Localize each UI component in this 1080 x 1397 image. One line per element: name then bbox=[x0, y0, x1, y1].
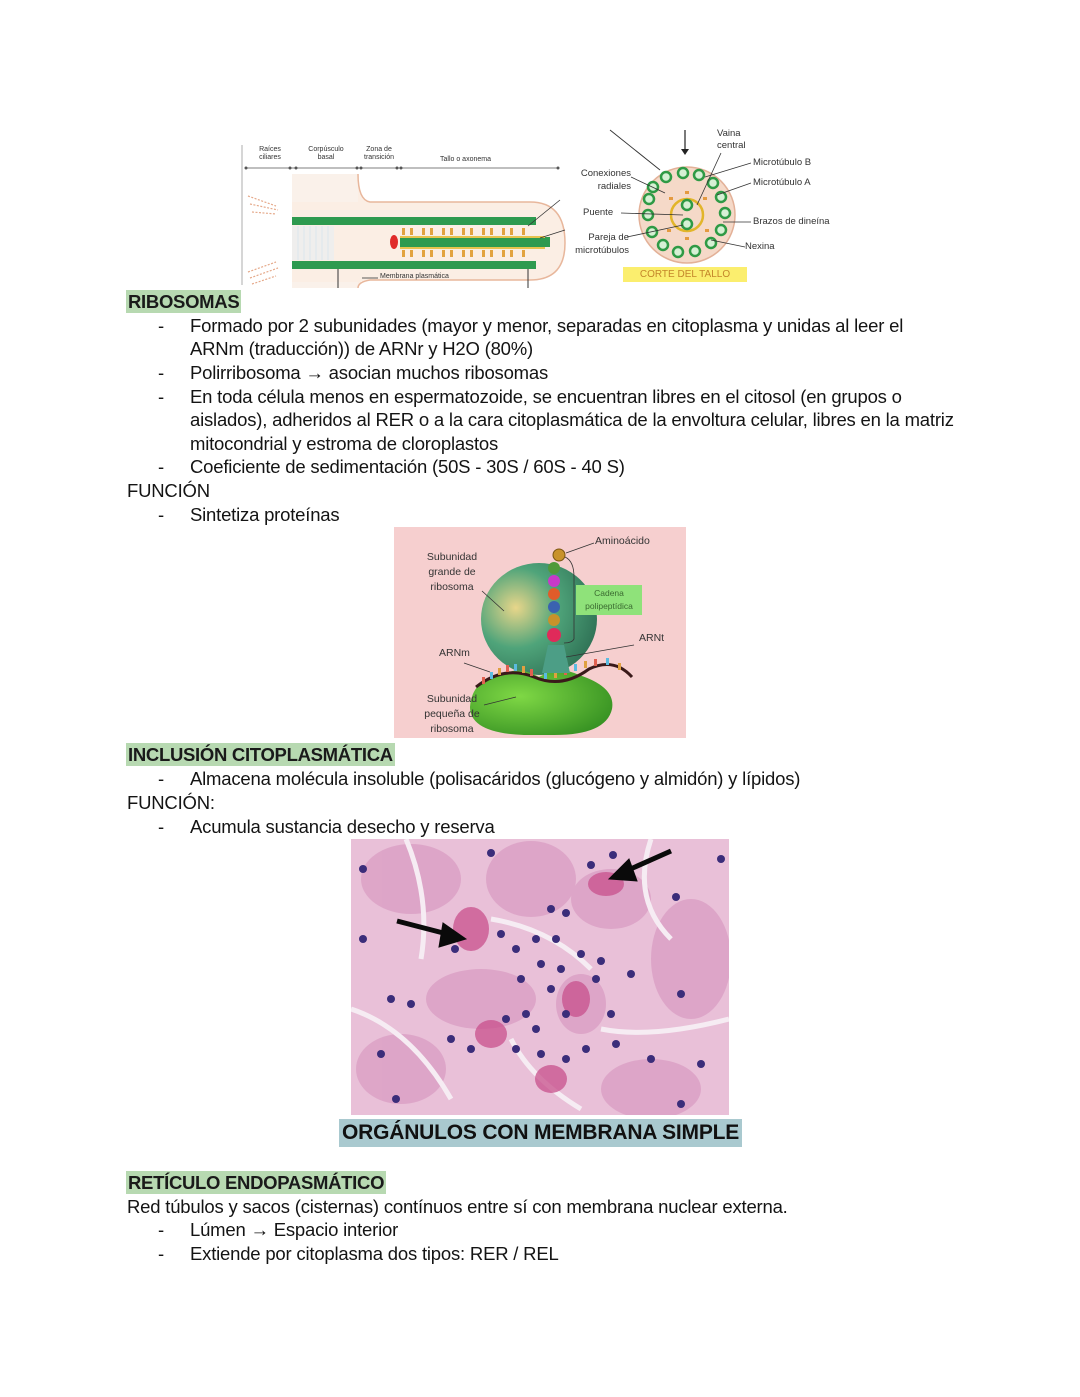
bullet-dash: - bbox=[158, 504, 164, 525]
inclusion-bullet-1: Almacena molécula insoluble (polisacárid… bbox=[190, 768, 801, 789]
label-zona-transicion: Zona de transición bbox=[364, 146, 394, 161]
label-nexina: Nexina bbox=[745, 241, 775, 252]
label-arnt: ARNt bbox=[639, 632, 665, 644]
reticulo-intro: Red túbulos y sacos (cisternas) contínuo… bbox=[127, 1196, 788, 1217]
label-tallo-axonema: Tallo o axonema bbox=[440, 156, 491, 163]
ribosome-figure: Subunidad grande de ribosoma Aminoácido … bbox=[394, 527, 686, 738]
label-subunidad-grande-2: grande de bbox=[428, 566, 476, 578]
label-subunidad-pequena-1: Subunidad bbox=[426, 693, 478, 705]
bullet-dash: - bbox=[158, 456, 164, 477]
ribosomas-bullet-1-line-2: ARNm (traducción)) de ARNr y H2O (80%) bbox=[190, 338, 533, 359]
ribosome-diagram bbox=[463, 542, 642, 735]
ribosomas-bullet-3-line-2: aislados), adheridos al RER o a la cara … bbox=[190, 409, 954, 430]
histology-micrograph bbox=[351, 839, 729, 1115]
reticulo-bullet-2: Extiende por citoplasma dos tipos: RER /… bbox=[190, 1243, 559, 1264]
label-raices-ciliares: Raíces ciliares bbox=[259, 146, 281, 161]
ribosomas-funcion-bullet-1: Sintetiza proteínas bbox=[190, 504, 340, 525]
label-pareja-microtubulos: Pareja de microtúbulos bbox=[575, 232, 629, 256]
label-vaina-central: Vaina central bbox=[717, 128, 746, 151]
ribosomas-funcion-label: FUNCIÓN bbox=[127, 480, 210, 501]
inclusion-funcion-label: FUNCIÓN: bbox=[127, 792, 215, 813]
label-cadena-2: polipeptídica bbox=[585, 601, 633, 611]
histology-image bbox=[351, 839, 729, 1115]
label-corpusculo-basal: Corpúsculo basal bbox=[308, 146, 344, 161]
label-aminoacido: Aminoácido bbox=[595, 535, 650, 547]
bullet-dash: - bbox=[158, 386, 164, 407]
section-title-organulos-membrana-simple: ORGÁNULOS CON MEMBRANA SIMPLE bbox=[339, 1119, 743, 1147]
label-membrana-plasmatica: Membrana plasmática bbox=[380, 273, 449, 280]
ribosomas-bullet-3-line-1: En toda célula menos en espermatozoide, … bbox=[190, 386, 902, 407]
ribosomas-bullet-4: Coeficiente de sedimentación (50S - 30S … bbox=[190, 456, 625, 477]
label-subunidad-grande-1: Subunidad bbox=[426, 551, 478, 563]
bullet-dash: - bbox=[158, 362, 164, 383]
cilia-cross-section-diagram bbox=[609, 129, 752, 282]
label-brazos-dineina: Brazos de dineína bbox=[753, 216, 830, 227]
bullet-dash: - bbox=[158, 1219, 164, 1240]
figure-caption-corte-tallo: CORTE DEL TALLO bbox=[639, 269, 731, 280]
label-conexiones-radiales: Conexiones radiales bbox=[580, 168, 631, 192]
ribosomas-bullet-3-line-3: mitocondrial y estroma de cloroplastos bbox=[190, 433, 499, 454]
label-subunidad-pequena-3: ribosoma bbox=[430, 723, 474, 735]
inclusion-funcion-bullet-1: Acumula sustancia desecho y reserva bbox=[190, 816, 495, 837]
heading-ribosomas: RIBOSOMAS bbox=[126, 290, 242, 313]
bullet-dash: - bbox=[158, 816, 164, 837]
bullet-dash: - bbox=[158, 1243, 164, 1264]
cilia-longitudinal-diagram bbox=[241, 145, 566, 289]
bullet-dash: - bbox=[158, 768, 164, 789]
ribosomas-bullet-2: Polirribosoma → asocian muchos ribosomas bbox=[190, 362, 549, 383]
label-microtubulo-a: Microtúbulo A bbox=[753, 177, 811, 188]
label-arnm: ARNm bbox=[439, 647, 470, 659]
heading-reticulo-endoplasmatico: RETÍCULO ENDOPASMÁTICO bbox=[126, 1171, 387, 1194]
label-cadena-1: Cadena bbox=[594, 588, 624, 598]
cilia-cross-section-figure: Vaina central Microtúbulo B Microtúbulo … bbox=[565, 125, 855, 288]
label-subunidad-pequena-2: pequeña de bbox=[424, 708, 480, 720]
heading-inclusion-citoplasmatica: INCLUSIÓN CITOPLASMÁTICA bbox=[126, 743, 395, 766]
bullet-dash: - bbox=[158, 315, 164, 336]
label-subunidad-grande-3: ribosoma bbox=[430, 581, 474, 593]
cilia-longitudinal-figure: Raíces ciliares Corpúsculo basal Zona de… bbox=[240, 140, 570, 289]
ribosomas-bullet-1-line-1: Formado por 2 subunidades (mayor y menor… bbox=[190, 315, 904, 336]
reticulo-bullet-1: Lúmen → Espacio interior bbox=[190, 1219, 399, 1240]
label-microtubulo-b: Microtúbulo B bbox=[753, 157, 812, 168]
label-puente: Puente bbox=[583, 207, 614, 218]
